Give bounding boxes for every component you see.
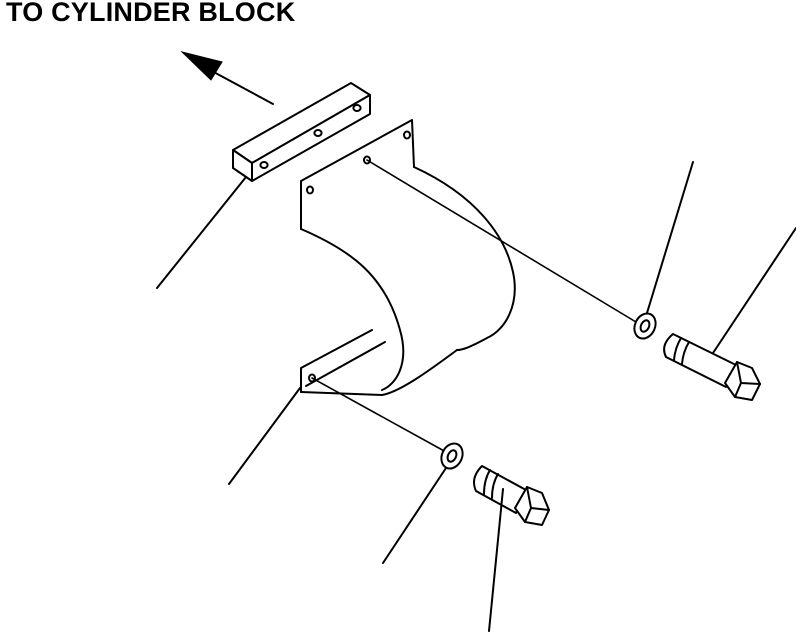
direction-label: TO CYLINDER BLOCK xyxy=(6,0,296,27)
leader-bracket xyxy=(228,387,301,485)
assembly-line-lower xyxy=(311,377,447,453)
leader-washer-lower xyxy=(382,467,447,564)
leader-washer-upper xyxy=(646,161,694,314)
bracket xyxy=(300,119,516,396)
leader-lines xyxy=(156,161,796,632)
assembly-line-upper xyxy=(366,159,637,323)
leader-spacer-block xyxy=(156,176,247,289)
bolt-lower xyxy=(473,465,550,526)
washer-lower xyxy=(440,442,464,470)
spacer-block xyxy=(232,82,371,182)
leader-bolt-upper xyxy=(712,227,796,354)
bolt-upper xyxy=(663,333,761,401)
direction-arrow xyxy=(180,51,274,105)
leader-bolt-lower xyxy=(488,488,504,632)
washer-upper xyxy=(633,312,657,340)
